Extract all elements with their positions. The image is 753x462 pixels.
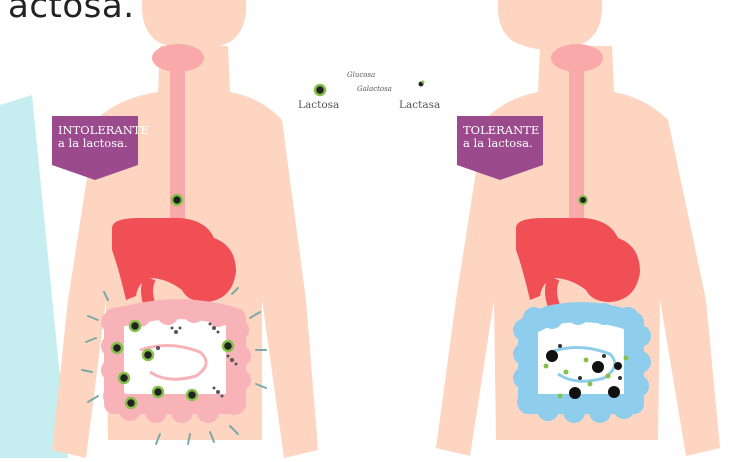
tag-intolerant-line2: a la lactosa. [58,137,149,150]
figure-intolerant [52,0,318,458]
lactose-molecule-left [172,195,182,205]
legend-galactose-label: Galactosa [357,85,392,93]
lactose-molecule-right [579,196,587,204]
figure-tolerant [436,0,720,456]
legend-lactase-icon-dot [422,81,425,84]
legend-lactose-label: Lactosa [298,99,339,111]
head-right [498,0,602,50]
legend-lactose-icon [315,85,325,95]
tag-tolerant-line2: a la lactosa. [463,137,539,150]
tag-tolerant: TOLERANTE a la lactosa. [463,124,539,150]
stomach-outlet-right [551,278,554,306]
legend-glucose-label: Glucosa [347,71,375,79]
head-left [142,0,246,50]
headline-fragment: actosa. [8,0,135,26]
tag-intolerant: INTOLERANTE a la lactosa. [58,124,149,150]
legend-lactase-label: Lactasa [399,99,440,111]
